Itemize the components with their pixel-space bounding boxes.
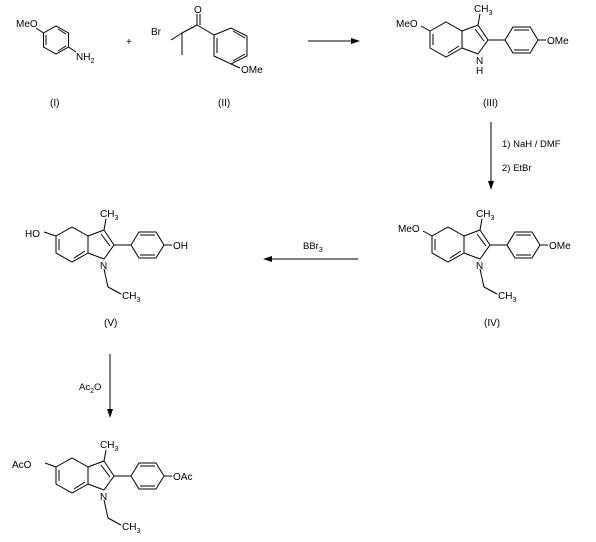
reagent-step1: 1) NaH / DMF: [502, 139, 561, 150]
indole-nitrogen-label: N: [476, 261, 483, 272]
indole-nitrogen-label: N: [476, 56, 483, 67]
ethyl-methyl-label: CH3: [122, 291, 140, 304]
compound-V-label: (V): [104, 318, 117, 329]
methyl-label: CH3: [100, 209, 118, 222]
methoxy-label: MeO: [398, 224, 420, 235]
compound-II-label: (II): [218, 98, 230, 109]
compound-VI-structure: AcO CH3 N CH3 OAc: [12, 440, 192, 535]
reagent-bbr3: BBr3: [303, 241, 323, 254]
compound-IV-structure: MeO CH3 N CH3 OMe: [398, 209, 571, 304]
hydroxyl-label: OH: [173, 241, 188, 252]
methoxy-label: OMe: [549, 241, 571, 252]
acetoxy-label: AcO: [12, 460, 32, 471]
indole-nitrogen-label: N: [100, 492, 107, 503]
arrow-to-V: [263, 256, 358, 262]
compound-III-structure: MeO CH3 N H OMe: [396, 4, 569, 77]
arrow-to-VI: [107, 354, 113, 418]
reagent-ac2o: Ac2O: [79, 382, 101, 395]
compound-I-structure: MeO NH2: [16, 19, 94, 65]
acetoxy-label: OAc: [173, 472, 192, 483]
ethyl-methyl-label: CH3: [122, 522, 140, 535]
reagent-step2: 2) EtBr: [502, 163, 532, 174]
methyl-label: CH3: [474, 4, 492, 17]
hydroxyl-label: HO: [25, 229, 40, 240]
methyl-label: CH3: [476, 209, 494, 222]
carbonyl-oxygen-label: O: [194, 5, 202, 16]
indole-hydrogen-label: H: [476, 66, 483, 77]
amine-label: NH2: [76, 52, 94, 65]
arrow-to-IV: [488, 122, 494, 190]
ethyl-methyl-label: CH3: [498, 291, 516, 304]
methoxy-label: OMe: [241, 65, 263, 76]
methoxy-label: OMe: [547, 36, 569, 47]
methoxy-label: MeO: [396, 19, 418, 30]
compound-II-structure: Br O OMe: [151, 5, 263, 76]
methyl-label: CH3: [100, 440, 118, 453]
compound-V-structure: HO CH3 N CH3 OH: [25, 209, 188, 304]
compound-I-label: (I): [50, 98, 59, 109]
indole-nitrogen-label: N: [100, 261, 107, 272]
arrow-to-III: [308, 38, 360, 44]
compound-IV-label: (IV): [484, 318, 500, 329]
methoxy-label: MeO: [16, 19, 38, 30]
bromine-label: Br: [151, 27, 162, 38]
plus-sign: +: [126, 37, 132, 48]
compound-III-label: (III): [483, 98, 498, 109]
